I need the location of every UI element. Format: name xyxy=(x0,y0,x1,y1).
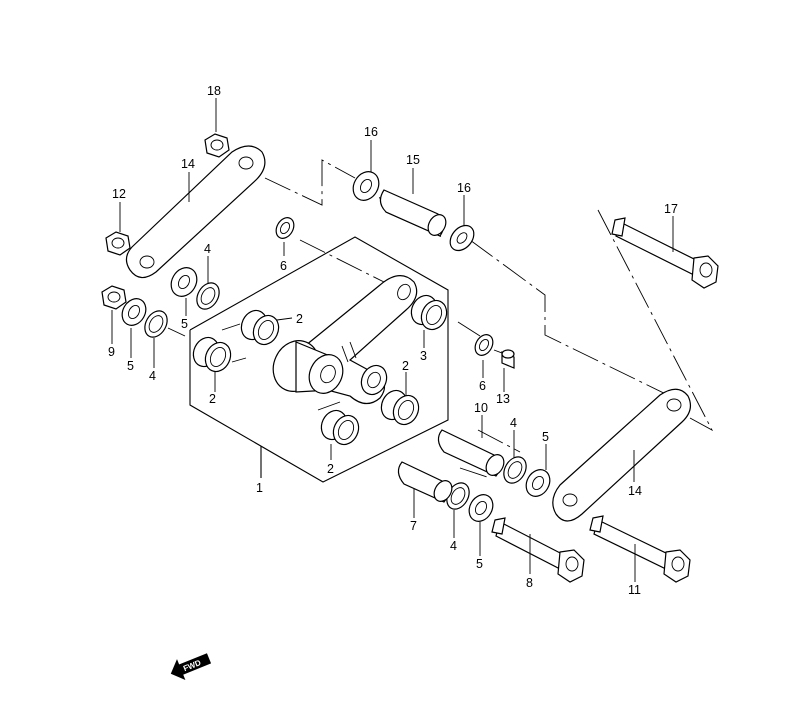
label-8: 8 xyxy=(526,576,533,590)
tie-rod-right xyxy=(552,388,692,522)
label-5-right: 5 xyxy=(542,430,549,444)
label-2-upper: 2 xyxy=(296,312,303,326)
spacer-7 xyxy=(397,461,453,503)
label-14-right: 14 xyxy=(628,484,642,498)
collar-6-top xyxy=(275,217,295,239)
washer-5-upper xyxy=(170,267,198,297)
label-18: 18 xyxy=(207,84,221,98)
seal-4-lower xyxy=(446,482,470,510)
label-16-top: 16 xyxy=(364,125,378,139)
label-6-top: 6 xyxy=(280,259,287,273)
label-15: 15 xyxy=(406,153,420,167)
label-17: 17 xyxy=(664,202,678,216)
label-16-right: 16 xyxy=(457,181,471,195)
label-2-lower: 2 xyxy=(327,462,334,476)
label-4-lower: 4 xyxy=(450,539,457,553)
label-6-right: 6 xyxy=(479,379,486,393)
spacer-10 xyxy=(437,429,505,477)
label-5-left: 5 xyxy=(127,359,134,373)
washer-16-top xyxy=(352,171,380,201)
tie-rod-left xyxy=(125,145,266,279)
nut-9 xyxy=(101,285,127,310)
label-4-upper: 4 xyxy=(204,242,211,256)
nut-12 xyxy=(105,231,131,256)
bearing-2-upper xyxy=(240,309,280,346)
label-5-upper: 5 xyxy=(181,317,188,331)
bearing-2-right xyxy=(380,389,420,426)
label-7: 7 xyxy=(410,519,417,533)
bolt-17 xyxy=(611,217,719,289)
collar-6-right xyxy=(474,334,494,356)
label-14-left: 14 xyxy=(181,157,195,171)
label-2-left: 2 xyxy=(209,392,216,406)
label-4-right: 4 xyxy=(510,416,517,430)
label-12: 12 xyxy=(112,187,126,201)
seal-4-left xyxy=(144,310,168,338)
label-10: 10 xyxy=(474,401,488,415)
label-5-lower: 5 xyxy=(476,557,483,571)
label-11: 11 xyxy=(628,583,641,597)
seal-4-upper xyxy=(196,282,220,310)
label-1: 1 xyxy=(256,481,263,495)
bearing-2-lower xyxy=(320,409,360,446)
label-3: 3 xyxy=(420,349,427,363)
bolt-8 xyxy=(491,517,585,583)
fwd-arrow-icon: FWD xyxy=(170,653,212,680)
bearing-2-left xyxy=(192,336,232,373)
label-9: 9 xyxy=(108,345,115,359)
label-13: 13 xyxy=(496,392,510,406)
washer-5-left xyxy=(121,298,147,326)
spacer-15 xyxy=(378,189,447,238)
washer-5-right xyxy=(525,469,551,497)
bolt-11 xyxy=(589,515,691,583)
seal-4-right xyxy=(503,456,527,484)
assembly-outline xyxy=(189,236,449,483)
collar-13 xyxy=(501,349,515,369)
label-2-right: 2 xyxy=(402,359,409,373)
label-4-left: 4 xyxy=(149,369,156,383)
cushion-lever xyxy=(272,275,418,405)
washer-5-lower xyxy=(468,494,494,522)
bearing-3 xyxy=(410,294,448,331)
leader-lines xyxy=(111,98,674,582)
washer-16-right xyxy=(449,224,475,252)
guide-lines xyxy=(167,159,714,479)
part-labels: 1 2 2 2 2 3 4 4 4 4 5 5 5 5 6 6 7 8 9 10… xyxy=(108,84,678,597)
nut-18 xyxy=(204,133,230,158)
